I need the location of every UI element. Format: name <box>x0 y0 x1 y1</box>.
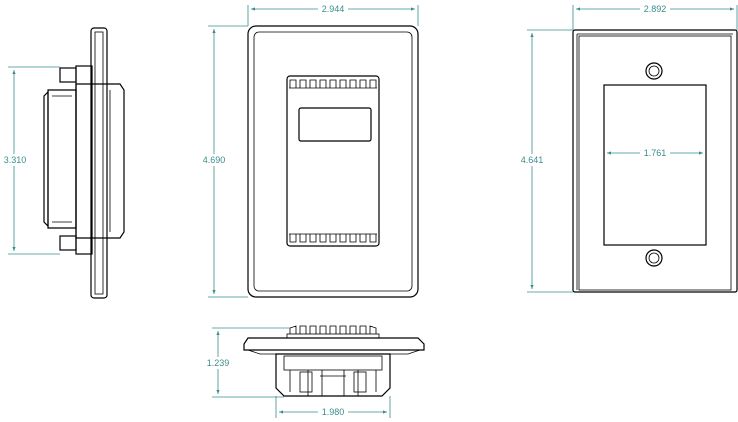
front-view <box>247 25 419 298</box>
label-back-height: 4.641 <box>521 155 544 165</box>
label-back-opening: 1.761 <box>644 148 667 158</box>
label-side-height: 3.310 <box>4 155 27 165</box>
dim-back-opening: 1.761 <box>607 147 703 159</box>
label-front-height: 4.690 <box>203 155 226 165</box>
dim-back-width: 2.892 <box>572 3 738 30</box>
dim-front-width: 2.944 <box>247 3 419 26</box>
back-view <box>572 29 738 293</box>
top-vents <box>289 79 377 89</box>
dim-front-height: 4.690 <box>200 25 248 298</box>
label-bottom-depth: 1.239 <box>207 358 230 368</box>
bottom-view <box>243 325 425 397</box>
dim-back-height: 4.641 <box>518 29 573 293</box>
label-back-width: 2.892 <box>644 4 667 14</box>
dim-bottom-depth: 1.239 <box>204 327 290 398</box>
bottom-vents <box>289 233 377 243</box>
label-front-width: 2.944 <box>322 4 345 14</box>
label-bottom-width: 1.980 <box>322 407 345 417</box>
dim-side-height: 3.310 <box>2 66 60 255</box>
dim-bottom-width: 1.980 <box>275 396 391 418</box>
side-view <box>43 27 125 299</box>
